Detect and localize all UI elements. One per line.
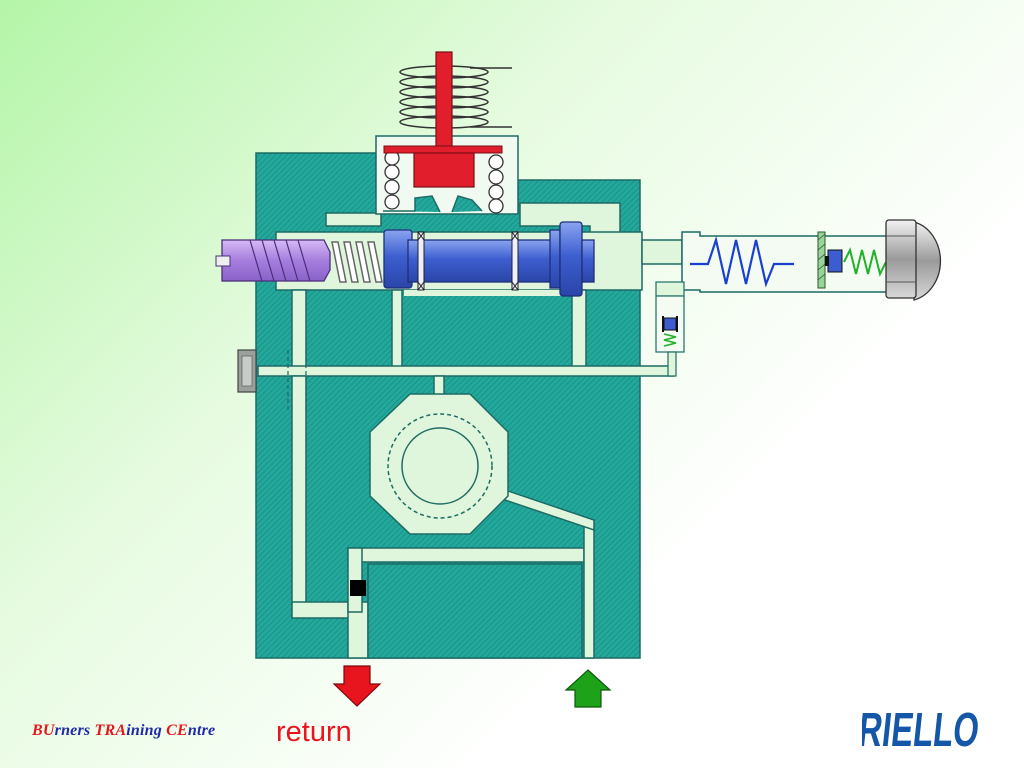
gear	[387, 413, 493, 519]
footer-part: BU	[32, 722, 55, 739]
check-valve	[655, 281, 685, 377]
solenoid-valve	[681, 219, 942, 301]
orifice	[350, 580, 366, 596]
footer-part: ining	[126, 722, 167, 739]
footer-part: TRA	[94, 722, 127, 739]
footer-part: CE	[166, 722, 188, 739]
footer-part: rners	[54, 722, 95, 739]
svg-text:RIELLO: RIELLO	[862, 703, 982, 752]
return-arrow	[332, 665, 382, 707]
training-centre-label: BUrners TRAining CEntre	[32, 722, 215, 740]
supply-arrow	[564, 669, 612, 708]
footer-part: ntre	[187, 722, 216, 739]
spool-assembly	[215, 221, 595, 297]
plug-screw	[237, 349, 257, 393]
flow-caption: return	[276, 716, 352, 748]
lower-block	[367, 563, 583, 659]
riello-logo: RIELLO	[862, 703, 982, 752]
pressure-regulator	[375, 51, 519, 215]
